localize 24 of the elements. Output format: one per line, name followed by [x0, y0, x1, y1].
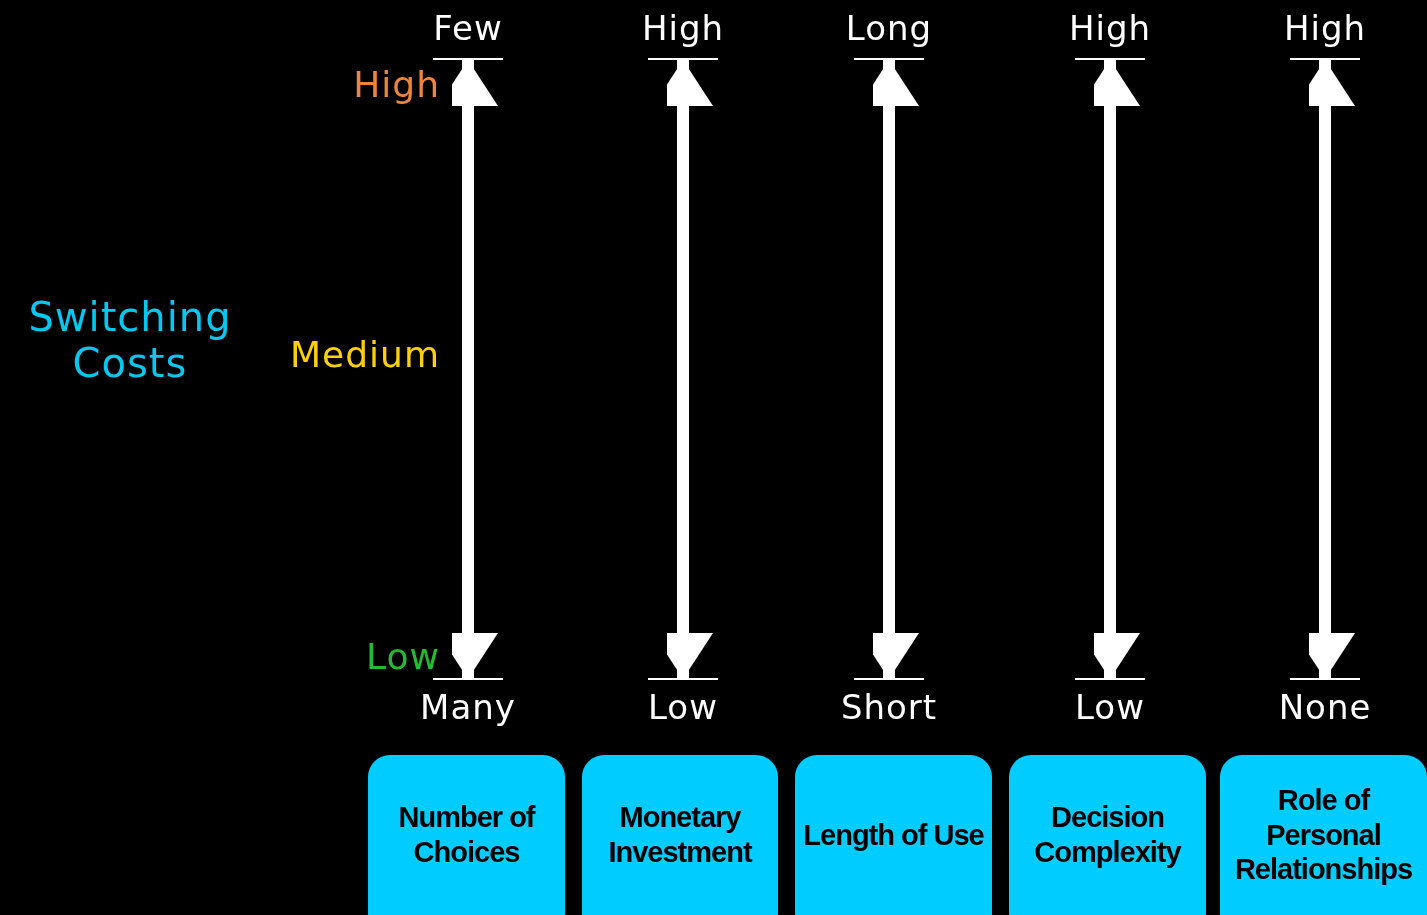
scale-end-label: High [1040, 2, 1180, 54]
scale-end-label: Long [819, 2, 959, 54]
category-label: Decision Complexity [1033, 800, 1183, 870]
scale-level-label: High [352, 64, 440, 106]
category-box [795, 755, 992, 915]
scale-end-label: High [613, 2, 753, 54]
scale-level-label: Medium [289, 334, 440, 376]
scale-end-label: Few [398, 2, 538, 54]
scale-end-label: Low [1040, 684, 1180, 730]
category-box [368, 755, 565, 915]
category-box [1009, 755, 1206, 915]
category-label: Monetary Investment [607, 800, 754, 870]
category-label: Number of Choices [397, 800, 537, 870]
scale-end-label: Low [613, 684, 753, 730]
category-label: Role of Personal Relationships [1233, 782, 1414, 888]
axis-title: Switching Costs [27, 294, 233, 386]
scale-end-label: Short [819, 684, 959, 730]
category-box [1220, 755, 1427, 915]
category-label: Length of Use [803, 817, 984, 853]
category-box [582, 755, 778, 915]
scale-end-label: Many [398, 684, 538, 730]
scale-level-label: Low [365, 636, 440, 678]
scale-end-label: None [1255, 684, 1395, 730]
scale-end-label: High [1255, 2, 1395, 54]
